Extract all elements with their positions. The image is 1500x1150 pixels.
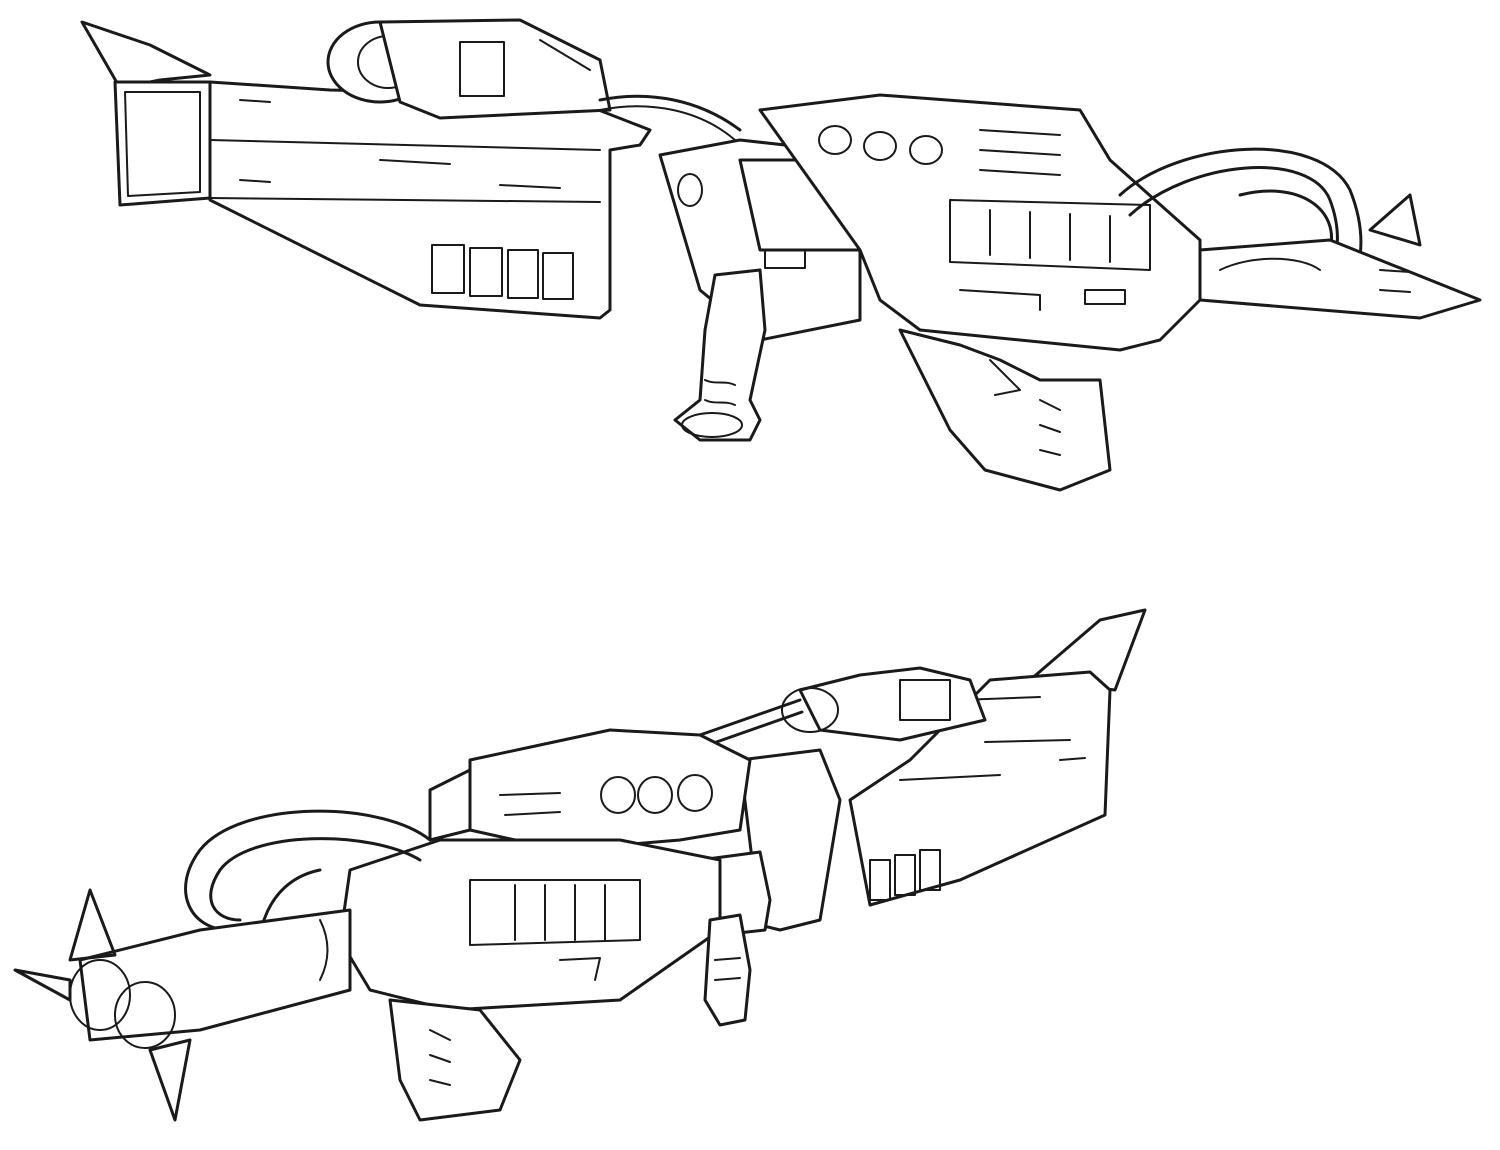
lower-port-2	[637, 776, 673, 814]
upper-rear-fin	[80, 20, 212, 90]
lower-scope-body	[798, 666, 987, 742]
upper-pistol-grip	[673, 268, 767, 442]
upper-scope-body	[378, 18, 612, 120]
lower-tip-fin-bottom	[148, 1038, 192, 1122]
lower-tip-fin-left	[13, 968, 72, 1002]
upper-port-3	[909, 135, 943, 165]
lower-pistol-grip	[703, 913, 752, 1027]
upper-stock	[898, 328, 1112, 492]
lower-ribbed-window	[469, 879, 641, 946]
upper-ribbed-window	[949, 199, 1151, 271]
lower-rear-block	[848, 670, 1112, 907]
lower-port-1	[600, 776, 636, 814]
lower-braided-cable	[698, 698, 802, 737]
lower-barrel	[78, 908, 352, 1042]
upper-port-1	[818, 125, 852, 155]
upper-forward-body	[758, 93, 1202, 352]
lower-stock	[388, 998, 522, 1122]
lower-port-3	[677, 774, 713, 812]
upper-port-2	[863, 131, 897, 161]
lower-upper-housing	[468, 728, 752, 852]
lower-main-body	[338, 838, 722, 1012]
lower-tip-fin-top	[68, 888, 117, 962]
lower-ribbed-hose	[184, 809, 432, 932]
upper-braided-cable	[598, 94, 742, 132]
upper-tip-fin	[1368, 193, 1422, 247]
